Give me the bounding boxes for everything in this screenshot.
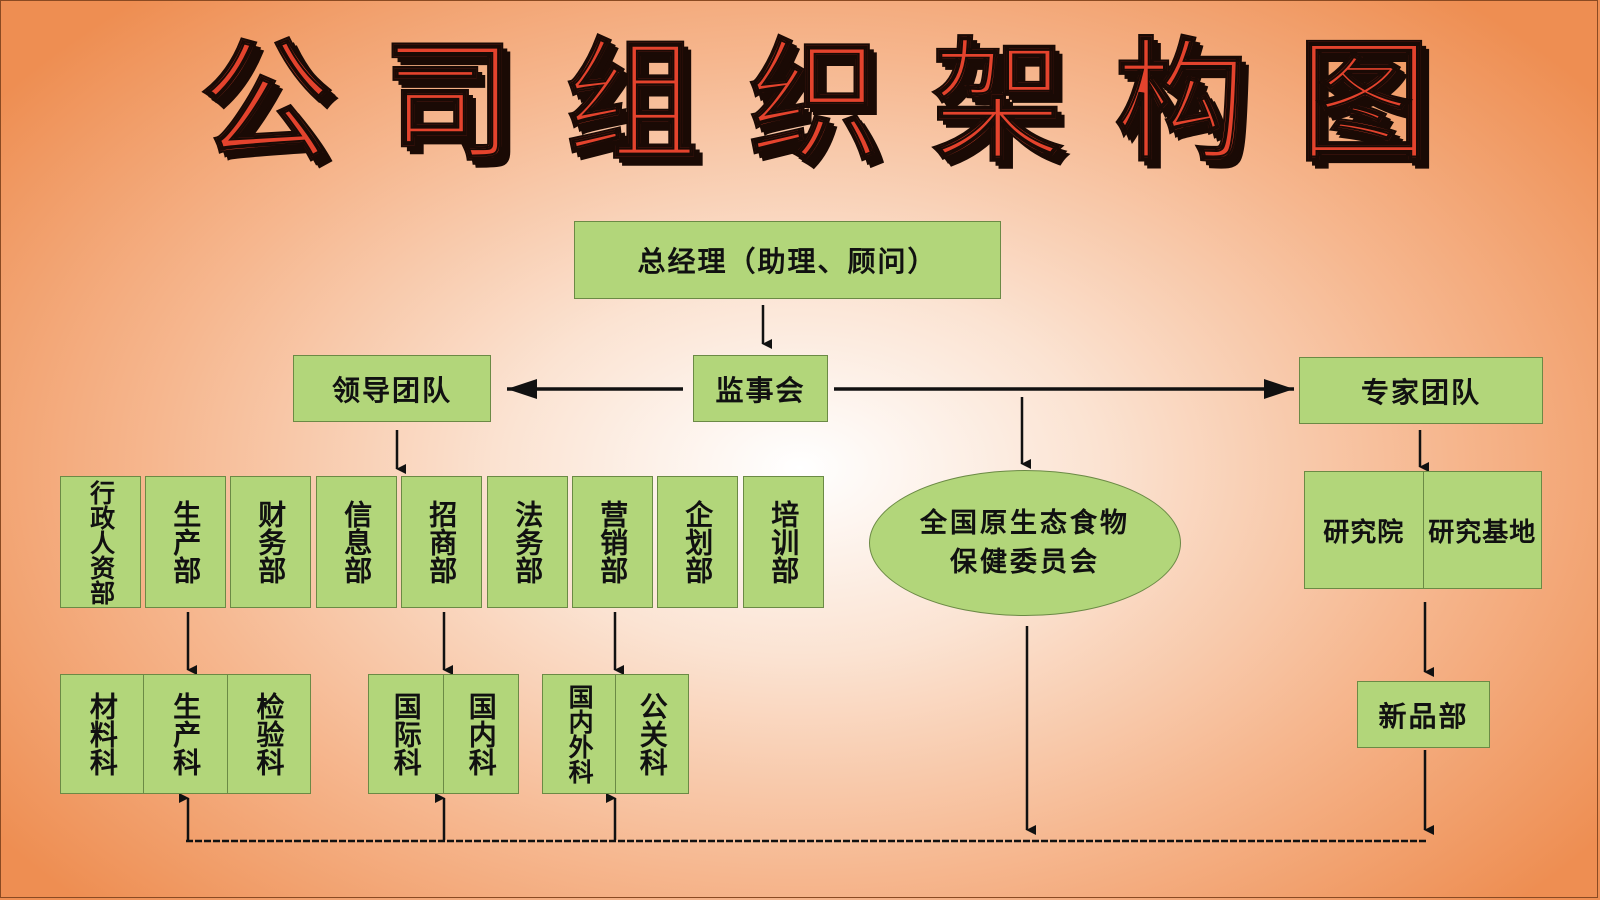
- department-production: 生产部: [145, 476, 226, 608]
- marketing-sections-box: 国内外科 公关科: [542, 674, 689, 794]
- committee-ellipse: 全国原生态食物 保健委员会: [869, 470, 1181, 616]
- department-training: 培训部: [743, 476, 824, 608]
- production-sections-box: 材料科 生产科 检验科: [60, 674, 311, 794]
- department-legal: 法务部: [487, 476, 568, 608]
- general-manager-box: 总经理（助理、顾问）: [574, 221, 1001, 299]
- section-domestic-foreign: 国内外科: [565, 684, 595, 784]
- leadership-team-box: 领导团队: [293, 355, 491, 422]
- investment-sections-box: 国际科 国内科: [368, 674, 519, 794]
- section-production: 生产科: [143, 675, 226, 793]
- department-planning: 企划部: [657, 476, 738, 608]
- research-institute-cell: 研究院: [1323, 517, 1405, 548]
- section-public-relations: 公关科: [615, 675, 688, 793]
- expert-team-box: 专家团队: [1299, 357, 1543, 424]
- title-char: 图: [1297, 26, 1431, 180]
- department-investment: 招商部: [401, 476, 482, 608]
- title-char: 公: [199, 26, 333, 180]
- title-char: 组: [565, 26, 699, 180]
- department-information: 信息部: [316, 476, 397, 608]
- research-box: 研究院 研究基地: [1304, 471, 1542, 589]
- section-domestic: 国内科: [443, 675, 518, 793]
- new-products-box: 新品部: [1357, 681, 1490, 748]
- committee-line-2: 保健委员会: [950, 547, 1100, 578]
- title-char: 架: [931, 26, 1065, 180]
- title-char: 织: [748, 26, 882, 180]
- department-marketing: 营销部: [572, 476, 653, 608]
- title-char: 司: [382, 26, 516, 180]
- research-base-cell: 研究基地: [1422, 472, 1542, 588]
- committee-line-1: 全国原生态食物: [920, 507, 1130, 539]
- supervisory-board-box: 监事会: [693, 355, 828, 422]
- title-char: 构: [1114, 26, 1248, 180]
- department-admin-hr: 行政人资部: [60, 476, 141, 608]
- section-international: 国际科: [389, 692, 423, 776]
- department-finance: 财务部: [230, 476, 311, 608]
- section-materials: 材料科: [85, 692, 119, 776]
- section-inspection: 检验科: [226, 675, 310, 793]
- page-title: 公 司 组 织 架 构 图: [199, 26, 1431, 180]
